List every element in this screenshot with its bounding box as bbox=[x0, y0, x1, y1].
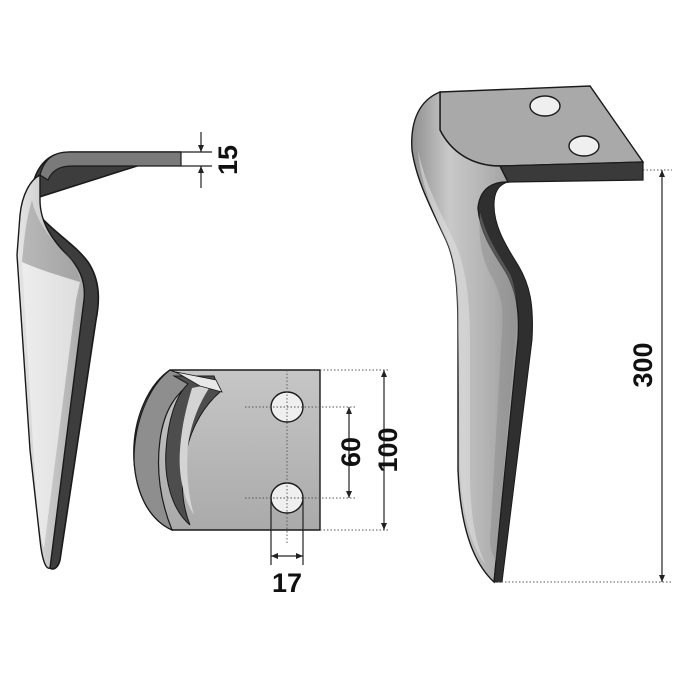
side-view-blade bbox=[16, 151, 182, 570]
perspective-view-blade bbox=[411, 85, 645, 584]
mounting-plate-view bbox=[133, 369, 321, 532]
height-dimension: 300 bbox=[498, 169, 672, 583]
blade-height-label: 300 bbox=[628, 342, 658, 387]
hole-spacing-label: 60 bbox=[336, 437, 366, 467]
plate-width-label: 100 bbox=[373, 427, 403, 472]
plate-dimension-lines bbox=[245, 369, 390, 565]
hole-diameter-label: 17 bbox=[272, 568, 302, 598]
thickness-label: 15 bbox=[213, 145, 243, 175]
thickness-dimension: 15 bbox=[181, 132, 243, 188]
